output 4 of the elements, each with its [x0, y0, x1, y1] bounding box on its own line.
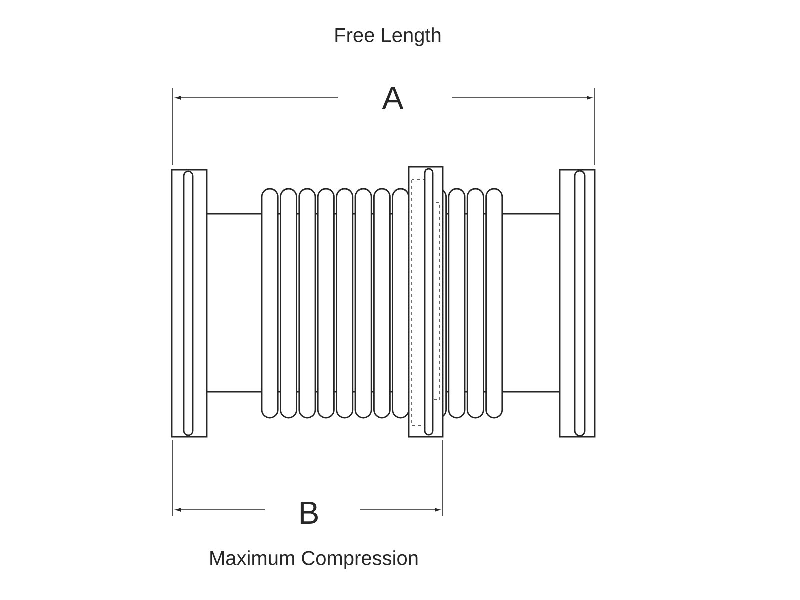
- dimension-letter: B: [300, 502, 318, 524]
- dimension-letter: A: [382, 87, 404, 109]
- dimension-caption: Free Length: [336, 28, 441, 46]
- dimension-caption: Maximum Compression: [210, 550, 418, 570]
